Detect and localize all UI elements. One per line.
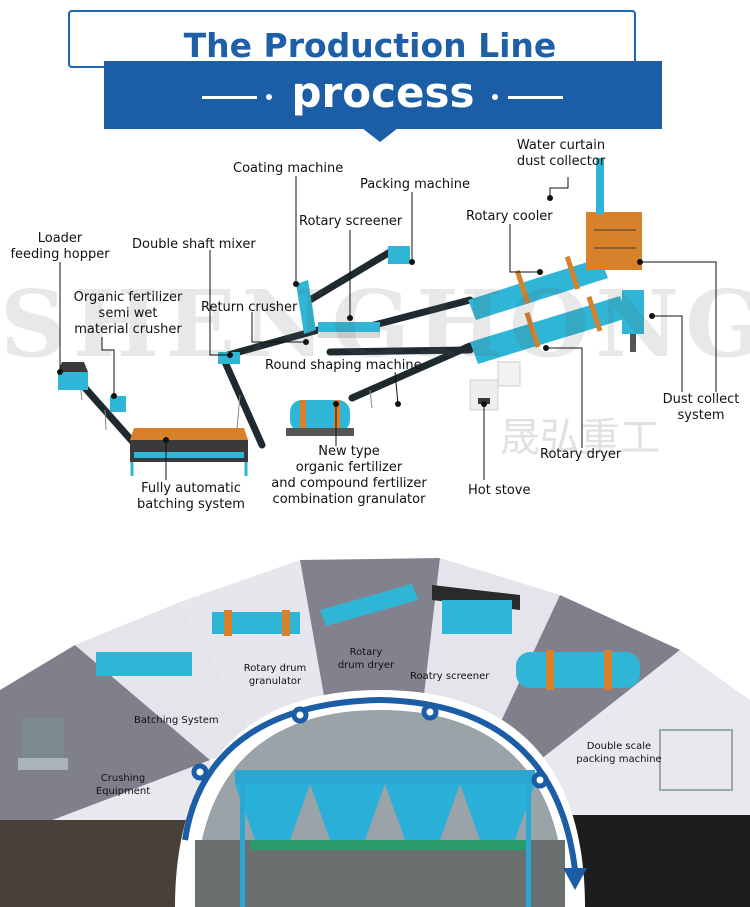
dryer-photo <box>320 584 418 626</box>
leader-water-curtain <box>549 177 569 198</box>
title-frame: The Production Line <box>68 10 636 68</box>
leader-return-crusher <box>251 312 306 343</box>
dust-collect-system-machine <box>622 290 644 352</box>
label-double-shaft-mixer: Double shaft mixer <box>132 237 256 252</box>
label-return-crusher: Return crusher <box>201 300 298 315</box>
arc-nodes <box>191 703 549 789</box>
leader-dust-collect-top <box>640 261 717 392</box>
banner-dash-left <box>202 96 257 99</box>
batching-photo <box>96 652 192 676</box>
rotary-dryer-machine <box>470 295 628 364</box>
watermark-chinese: 晟弘重工 <box>500 415 660 461</box>
cooler-photo <box>516 652 640 688</box>
label-leader-lines <box>57 176 717 480</box>
loader-conveyor <box>74 376 144 454</box>
crusher-machine <box>110 396 126 412</box>
leader-dust-collect-bottom <box>652 315 683 392</box>
belt-conveyors <box>74 248 474 454</box>
sector-granulator <box>75 602 260 760</box>
granules-right <box>560 815 750 907</box>
leader-crusher <box>101 337 115 396</box>
water-curtain-dust-collector-machine <box>586 158 642 270</box>
packing-photo <box>659 729 733 791</box>
wheel-label-batching: Batching System <box>134 715 219 726</box>
production-line-illustration <box>58 158 644 476</box>
equipment-wheel <box>0 558 750 907</box>
leader-dryer <box>546 347 583 448</box>
label-rotary-dryer: Rotary dryer <box>540 447 622 462</box>
banner-dot-right <box>492 94 498 100</box>
label-coating-machine: Coating machine <box>233 161 344 176</box>
granule-conveyor <box>326 346 474 356</box>
page-subtitle: process <box>291 68 475 117</box>
leader-round-shaping <box>394 371 399 405</box>
loader-hopper-machine <box>58 362 88 390</box>
sector-granulator-b <box>180 560 330 745</box>
hot-stove-machine <box>469 361 521 411</box>
leader-cooler <box>509 224 540 273</box>
mixer-incline-conveyor <box>221 358 266 449</box>
page-title: The Production Line <box>183 26 557 65</box>
label-rotary-cooler: Rotary cooler <box>466 209 553 224</box>
rotary-cooler-machine <box>468 255 608 320</box>
leader-mixer <box>209 250 230 356</box>
label-rotary-screener: Rotary screener <box>299 214 403 229</box>
dryer-feed-conveyor <box>348 342 474 402</box>
coating-and-screener-machines <box>296 246 410 338</box>
label-packing-machine: Packing machine <box>360 177 470 192</box>
title-banner <box>104 61 662 129</box>
banner-pointer <box>362 128 398 142</box>
photo-batching-machine <box>235 770 535 907</box>
label-round-shaping-machine: Round shaping machine <box>265 358 422 373</box>
granulator-photo <box>212 612 300 634</box>
watermark-logo: SHENGHONG <box>0 270 750 378</box>
wheel-machine-icons <box>18 584 733 791</box>
process-arrow-head <box>563 868 587 890</box>
label-hot-stove: Hot stove <box>468 483 531 498</box>
batching-system-machine <box>130 428 248 476</box>
granulator-machine <box>286 400 354 436</box>
sector-batching <box>0 645 210 840</box>
banner-dash-right <box>508 96 563 99</box>
crusher-photo <box>22 718 64 758</box>
wheel-label-screener: Roatry screener <box>410 671 490 682</box>
banner-dot-left <box>266 94 272 100</box>
